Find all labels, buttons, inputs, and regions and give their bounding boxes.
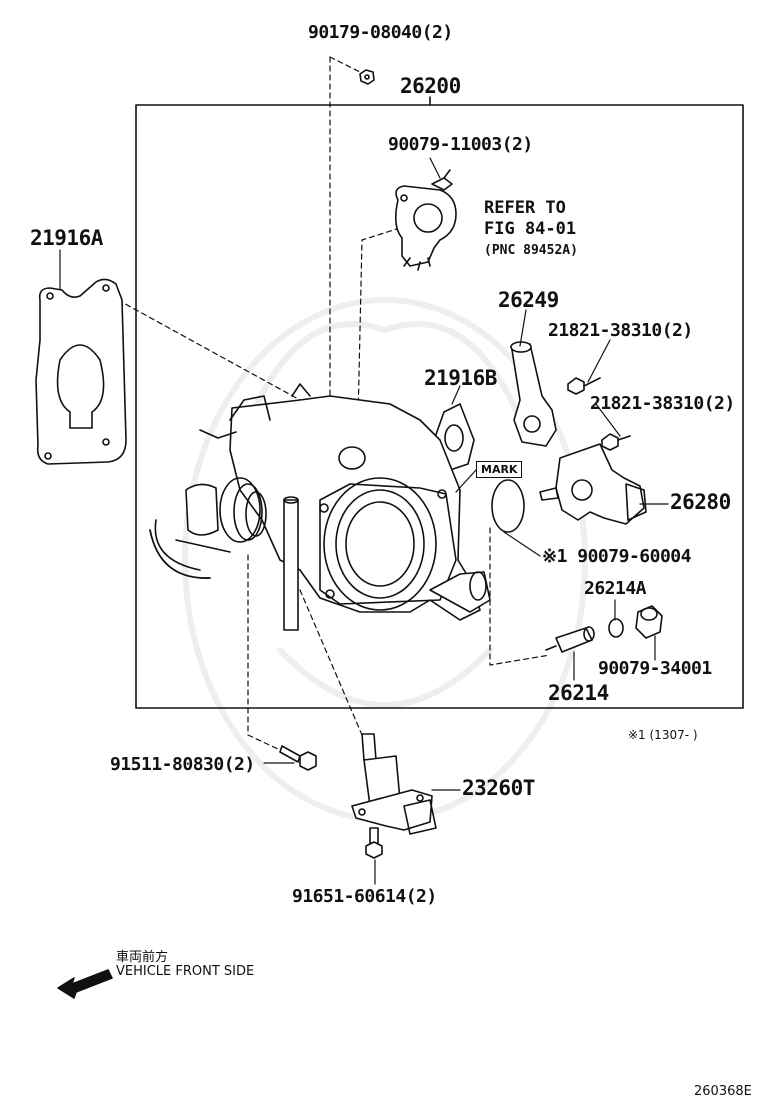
legend-jp: 車両前方 bbox=[116, 950, 169, 965]
bolt-91651 bbox=[365, 827, 383, 859]
assembly-frame bbox=[135, 104, 744, 709]
valve-23260t bbox=[351, 733, 437, 835]
gasket-21916a bbox=[35, 278, 127, 465]
bolt-21821-b bbox=[601, 433, 631, 451]
label-valve-23260t: 23260T bbox=[462, 776, 535, 800]
label-gasket-a: 21916A bbox=[30, 226, 103, 250]
label-plug-34001: 90079-34001 bbox=[598, 658, 712, 679]
mark-label: MARK bbox=[476, 461, 523, 478]
plug-34001 bbox=[635, 605, 663, 639]
label-bolt-91511: 91511-80830(2) bbox=[110, 754, 255, 775]
refer-note: REFER TO FIG 84-01 (PNC 89452A) bbox=[484, 198, 578, 261]
sensor-26280 bbox=[539, 443, 647, 525]
throttle-sensor-ref bbox=[394, 169, 457, 271]
label-assembly: 26200 bbox=[400, 74, 461, 98]
diagram-code: 260368E bbox=[694, 1084, 752, 1099]
label-screw-26214a: 26214A bbox=[584, 578, 647, 599]
ring-26214a bbox=[608, 618, 624, 638]
label-bolt-b: 21821-38310(2) bbox=[590, 393, 735, 414]
label-hose-26249: 26249 bbox=[498, 288, 559, 312]
hose-26249 bbox=[510, 341, 557, 447]
leaders bbox=[59, 157, 669, 885]
bolt-21821-a bbox=[567, 377, 601, 395]
label-screw-26214: 26214 bbox=[548, 681, 609, 705]
label-bolt-91651: 91651-60614(2) bbox=[292, 886, 437, 907]
vehicle-front-arrow-icon bbox=[57, 969, 113, 999]
nut-top bbox=[359, 69, 375, 85]
label-sensor-26280: 26280 bbox=[670, 490, 731, 514]
screw-26214 bbox=[545, 626, 595, 653]
oring bbox=[491, 479, 525, 533]
bolt-91511 bbox=[279, 745, 317, 771]
refer-line2: FIG 84-01 bbox=[484, 219, 577, 239]
refer-line3: (PNC 89452A) bbox=[484, 243, 578, 258]
legend-en: VEHICLE FRONT SIDE bbox=[116, 964, 255, 979]
footnote: ※1 (1307- ) bbox=[628, 728, 698, 742]
dashed-leaders bbox=[117, 56, 551, 758]
refer-line1: REFER TO bbox=[484, 198, 566, 218]
label-nut-top: 90179-08040(2) bbox=[308, 22, 453, 43]
throttle-body bbox=[149, 383, 491, 631]
label-oring: ※1 90079-60004 bbox=[542, 546, 691, 567]
label-gasket-b: 21916B bbox=[424, 366, 497, 390]
label-bolt-a: 21821-38310(2) bbox=[548, 320, 693, 341]
label-screw-sensor: 90079-11003(2) bbox=[388, 134, 533, 155]
